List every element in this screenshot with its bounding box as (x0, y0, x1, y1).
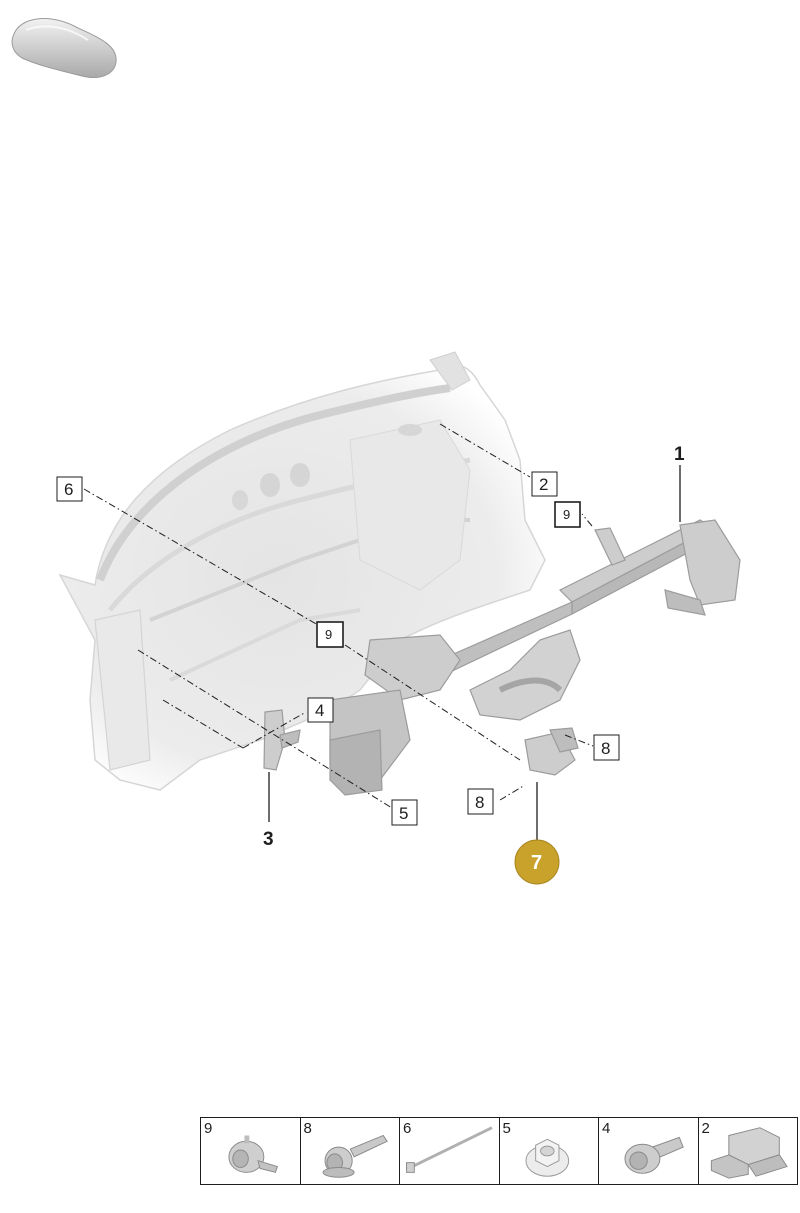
legend-cell-8[interactable]: 8 (301, 1118, 400, 1184)
legend-cell-4[interactable]: 4 (599, 1118, 699, 1184)
torx-bolt-icon (624, 1136, 684, 1174)
cross-member-part (329, 519, 741, 796)
callout-box-9-top: 9 (554, 501, 581, 528)
legend-cell-6[interactable]: 6 (400, 1118, 500, 1184)
clip-nut-icon (228, 1135, 279, 1173)
legend-cell-2[interactable]: 2 (699, 1118, 798, 1184)
leader-lines (83, 423, 594, 809)
callout-box-8-right: 8 (593, 734, 620, 761)
flange-nut-icon (524, 1138, 569, 1177)
callout-box-2: 2 (531, 471, 558, 497)
hex-bolt-icon (322, 1134, 388, 1178)
svg-text:5: 5 (399, 804, 408, 823)
legend-cell-9[interactable]: 9 (201, 1118, 301, 1184)
callout-box-5: 5 (391, 799, 418, 826)
callout-box-8-left: 8 (467, 788, 494, 815)
svg-text:7: 7 (531, 852, 542, 874)
svg-text:9: 9 (563, 507, 570, 522)
svg-text:8: 8 (601, 739, 610, 758)
legend-label: 4 (602, 1120, 611, 1137)
legend-cell-5[interactable]: 5 (500, 1118, 599, 1184)
body-structure (58, 351, 546, 791)
legend-label: 9 (204, 1120, 213, 1137)
callout-7-highlight[interactable]: 7 (514, 839, 560, 885)
legend-label: 6 (403, 1120, 412, 1137)
svg-text:8: 8 (475, 793, 484, 812)
legend-label: 2 (701, 1120, 710, 1137)
svg-text:6: 6 (64, 480, 73, 499)
callout-1: 1 (674, 444, 685, 465)
legend-label: 5 (502, 1120, 511, 1137)
callout-3: 3 (263, 829, 274, 850)
svg-text:4: 4 (315, 701, 324, 720)
svg-text:9: 9 (325, 627, 332, 642)
bracket-part-3 (263, 709, 301, 771)
solid-leaders (268, 465, 681, 842)
callout-box-9-mid: 9 (316, 621, 344, 648)
bracket-icon (710, 1127, 788, 1179)
parts-legend: 9 8 6 5 4 (200, 1117, 798, 1185)
legend-label: 8 (303, 1120, 312, 1137)
long-bolt-icon (406, 1126, 493, 1173)
svg-text:2: 2 (539, 475, 548, 494)
callout-box-6: 6 (56, 476, 83, 502)
car-thumbnail-icon (11, 18, 117, 78)
callout-box-4: 4 (307, 697, 334, 723)
